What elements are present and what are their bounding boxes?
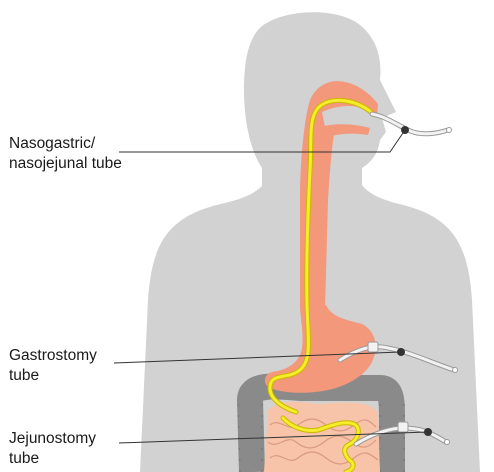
gastrostomy-label-line2: tube <box>9 366 97 386</box>
jejunostomy-label-line2: tube <box>9 449 96 469</box>
jejunostomy-label-line1: Jejunostomy <box>9 429 96 449</box>
nasogastric-label-line2: nasojejunal tube <box>9 154 122 174</box>
nasogastric-pointer <box>401 126 409 134</box>
jejunostomy-label: Jejunostomy tube <box>9 429 96 469</box>
gastrostomy-label-line1: Gastrostomy <box>9 346 97 366</box>
nasogastric-label: Nasogastric/ nasojejunal tube <box>9 134 122 174</box>
gastrostomy-label: Gastrostomy tube <box>9 346 97 386</box>
nasogastric-label-line1: Nasogastric/ <box>9 134 122 154</box>
jejunostomy-pointer <box>424 428 432 436</box>
gastrostomy-pointer <box>397 348 405 356</box>
